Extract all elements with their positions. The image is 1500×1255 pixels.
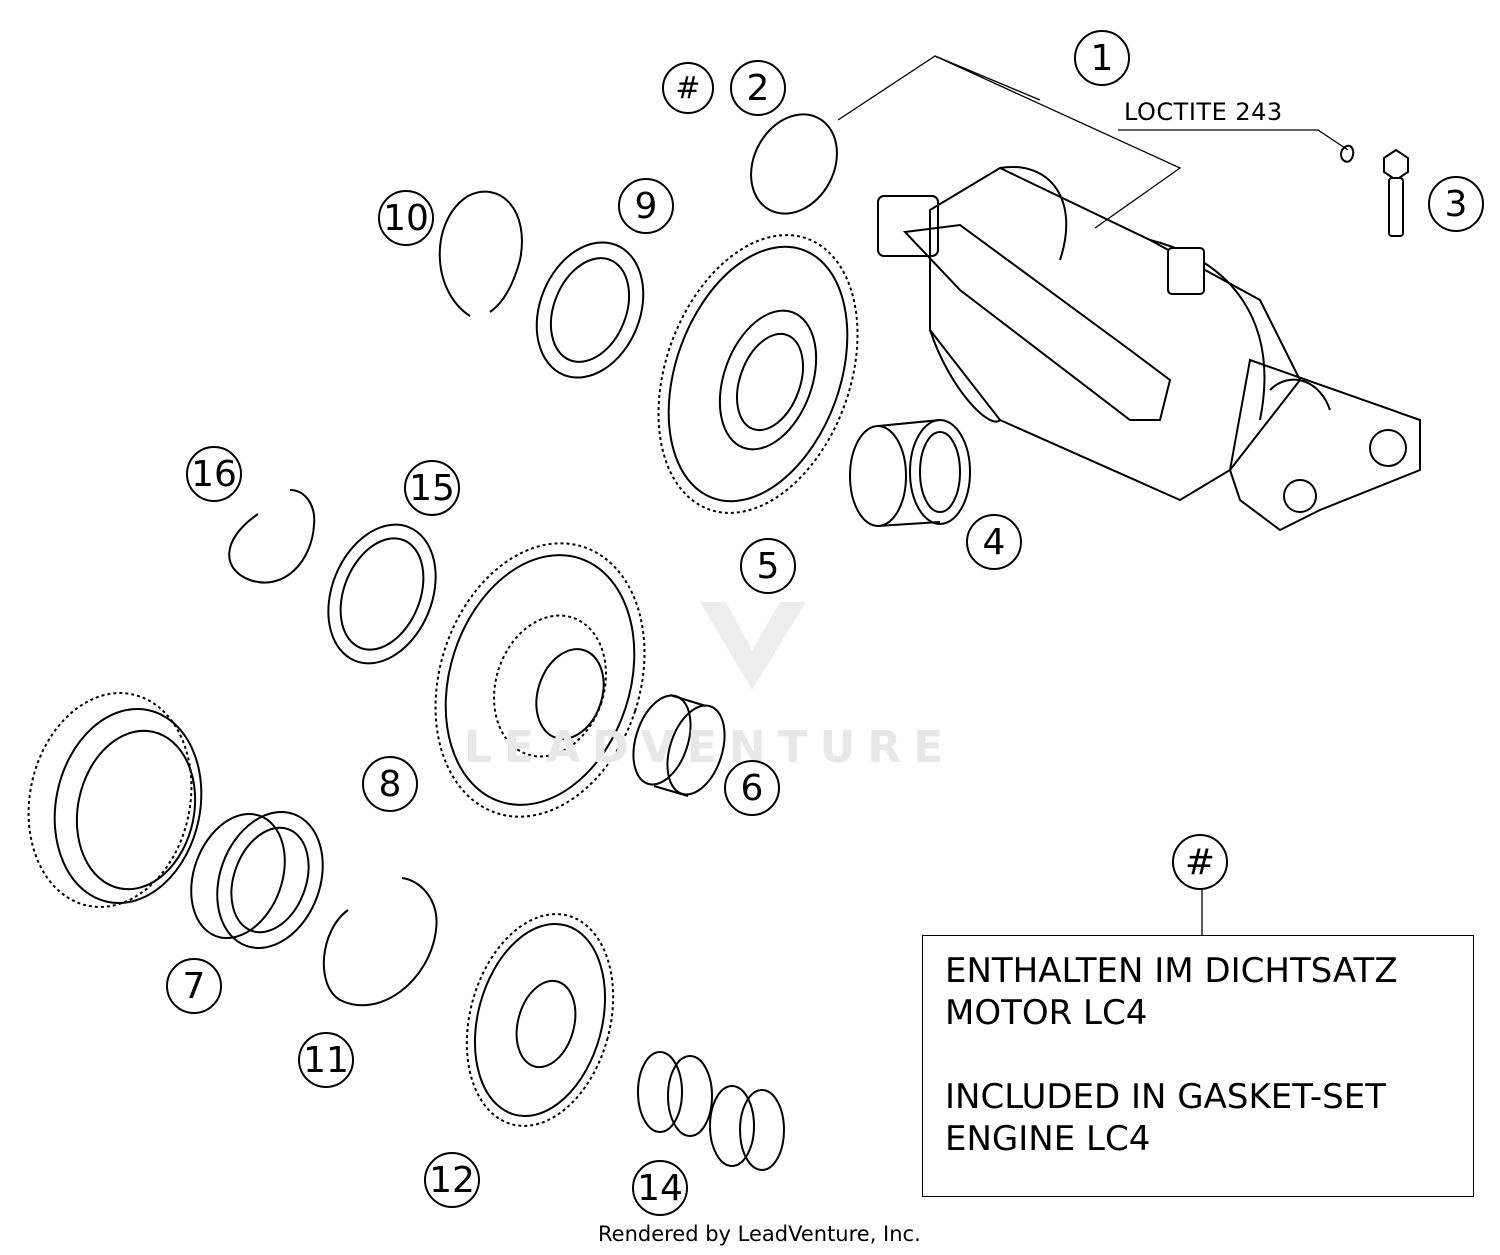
callout-9: 9: [618, 178, 674, 234]
washer-part-9: [535, 241, 645, 379]
watermark-text: LEADVENTURE: [464, 722, 956, 773]
note-gap: [945, 1034, 1451, 1076]
gear-part-5: [657, 234, 859, 514]
callout-1: 1: [1074, 30, 1130, 86]
footer-credit: Rendered by LeadVenture, Inc.: [598, 1222, 921, 1246]
needle-bearing-part-4: [849, 419, 971, 527]
washer-part-15: [327, 523, 437, 665]
watermark-logo: [700, 602, 806, 690]
callout-10: 10: [378, 190, 434, 246]
o-ring-part-2: [750, 113, 838, 215]
needle-bearing-part-6: [632, 694, 726, 797]
callout-15: 15: [404, 460, 460, 516]
note-line-1: ENTHALTEN IM DICHTSATZ: [945, 951, 1398, 991]
callout-hash-top: #: [662, 62, 714, 114]
freewheel-part-7: [190, 811, 324, 949]
helical-gear: [27, 692, 203, 908]
callout-8: 8: [362, 756, 418, 812]
needle-bearings-part-14: [637, 1051, 785, 1171]
circlip-part-16: [228, 489, 316, 584]
note-line-2: MOTOR LC4: [945, 993, 1148, 1033]
callout-5: 5: [740, 538, 796, 594]
bolt-part-3: [1340, 144, 1409, 237]
leader-lines: [837, 55, 1349, 935]
gear-part-8: [434, 542, 646, 818]
gear-part-12: [465, 913, 615, 1127]
note-line-4: ENGINE LC4: [945, 1119, 1151, 1159]
callout-14: 14: [632, 1160, 688, 1216]
callout-16: 16: [186, 446, 242, 502]
callout-4: 4: [966, 514, 1022, 570]
callout-3: 3: [1428, 176, 1484, 232]
callout-11: 11: [298, 1032, 354, 1088]
note-line-3: INCLUDED IN GASKET-SET: [945, 1077, 1386, 1117]
callout-6: 6: [724, 760, 780, 816]
callout-2: 2: [730, 60, 786, 116]
circlip-part-10: [438, 190, 523, 317]
callout-7: 7: [166, 958, 222, 1014]
callout-12: 12: [424, 1152, 480, 1208]
gasket-set-note: ENTHALTEN IM DICHTSATZ MOTOR LC4 INCLUDE…: [922, 935, 1474, 1197]
loctite-label: LOCTITE 243: [1124, 98, 1283, 126]
circlip-part-11: [322, 877, 438, 1007]
starter-motor-part-1: [877, 165, 1421, 532]
callout-hash-note: #: [1172, 834, 1228, 890]
